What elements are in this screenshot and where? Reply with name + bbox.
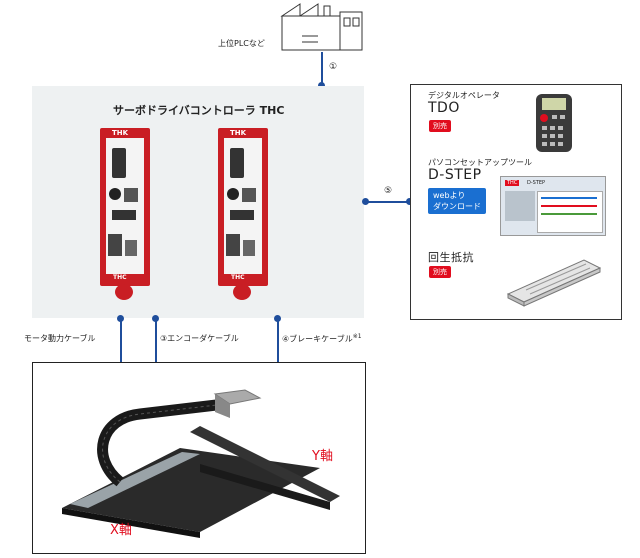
regen-badge: 別売 <box>429 266 451 278</box>
accessory-connection-dot-left <box>362 198 369 205</box>
dstep-name: D-STEP <box>428 167 482 183</box>
encoder-cable-label: ③エンコーダケーブル <box>160 334 239 343</box>
dstep-badge-line2: ダウンロード <box>433 202 481 211</box>
tdo-subtitle: デジタルオペレータ <box>428 91 500 100</box>
motor-cable-line <box>120 318 122 362</box>
controller-panel-title: サーボドライバコントローラ THC <box>113 104 285 117</box>
controller-1-brand: THK <box>112 129 129 137</box>
controller-1-logo: THC <box>113 274 127 281</box>
encoder-cable-dot <box>152 315 159 322</box>
x-axis-label: X軸 <box>110 523 132 538</box>
connection-1-label: ① <box>329 62 338 72</box>
tdo-operator-icon <box>536 94 572 152</box>
brake-cable-label: ④ブレーキケーブル※1 <box>282 333 362 345</box>
plc-connection-line <box>321 52 323 86</box>
dstep-download-badge: webより ダウンロード <box>428 188 486 214</box>
brake-cable-note: ※1 <box>352 333 362 340</box>
plc-label: 上位PLCなど <box>218 39 265 48</box>
brake-cable-text: ④ブレーキケーブル <box>282 334 353 344</box>
motor-cable-label: モータ動力ケーブル <box>24 334 96 343</box>
dstep-badge-line1: webより <box>433 191 466 200</box>
tdo-name: TDO <box>428 100 460 116</box>
accessory-connection-line <box>366 201 410 203</box>
plc-building-icon <box>280 3 363 51</box>
regen-name: 回生抵抗 <box>428 251 474 264</box>
controller-2-brand: THK <box>230 129 247 137</box>
plc-connection-dot <box>318 82 325 89</box>
controller-2-logo: THC <box>231 274 245 281</box>
connection-5-label: ⑤ <box>384 186 393 196</box>
y-axis-label: Y軸 <box>312 449 333 464</box>
brake-cable-line <box>277 318 279 362</box>
motor-cable-dot <box>117 315 124 322</box>
controller-unit-2: THK THC <box>218 128 268 300</box>
regen-resistor-icon <box>506 259 602 307</box>
dstep-screen-logo: THC <box>505 180 520 186</box>
xy-stage-illustration <box>62 389 340 538</box>
brake-cable-dot <box>274 315 281 322</box>
dstep-screen-title: D-STEP <box>527 180 546 186</box>
dstep-software-screenshot: THC D-STEP <box>500 176 606 236</box>
controller-unit-1: THK THC <box>100 128 150 300</box>
accessory-connection-dot-right <box>406 198 413 205</box>
controller-panel <box>32 86 364 318</box>
dstep-subtitle: パソコンセットアップツール <box>428 158 532 167</box>
tdo-badge: 別売 <box>429 120 451 132</box>
encoder-cable-line <box>155 318 157 362</box>
